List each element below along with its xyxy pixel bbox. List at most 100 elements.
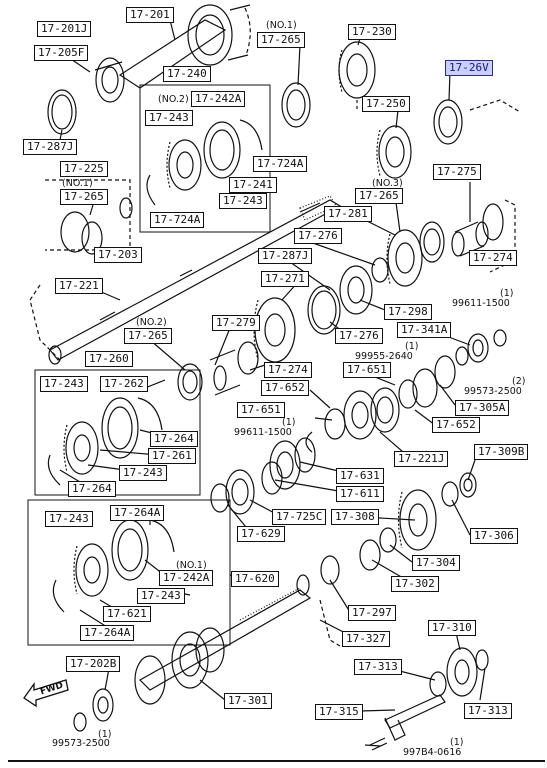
label-17-315: 17-315 (315, 704, 363, 720)
part-99611-1500-a: 99611-1500 (452, 298, 510, 309)
ring-17-265-left (60, 211, 90, 253)
label-17-275: 17-275 (433, 164, 481, 180)
ring-17-276-a (371, 257, 389, 283)
bearing-17-274-mid (237, 341, 259, 375)
label-17-262: 17-262 (100, 376, 148, 392)
label-17-310: 17-310 (428, 620, 476, 636)
note-q1a: (1) (500, 288, 514, 299)
gear-17-308 (397, 489, 437, 551)
reverse-shaft-17-315 (384, 694, 446, 729)
forward-arrow-icon (23, 679, 69, 708)
label-17-313-b: 17-313 (464, 703, 512, 719)
bearing-17-287J (339, 265, 373, 315)
label-17-221: 17-221 (55, 278, 103, 294)
label-17-265-left: 17-265 (60, 189, 108, 205)
note-q2: (2) (512, 376, 526, 387)
label-17-260: 17-260 (85, 351, 133, 367)
label-17-26V: 17-26V (445, 60, 493, 76)
label-17-611: 17-611 (336, 486, 384, 502)
label-17-308: 17-308 (331, 509, 379, 525)
label-17-724A-a: 17-724A (253, 156, 308, 172)
label-17-243-b: 17-243 (219, 193, 267, 209)
label-17-304: 17-304 (412, 555, 460, 571)
label-17-276-a: 17-276 (294, 228, 342, 244)
label-17-264-b: 17-264 (68, 481, 116, 497)
snap-ring-17-287J (47, 89, 77, 135)
label-17-221J: 17-221J (394, 451, 449, 467)
label-17-327: 17-327 (342, 631, 390, 647)
label-17-313-a: 17-313 (354, 659, 402, 675)
label-17-242A-no2: 17-242A (191, 91, 246, 107)
part-99573-2500-b: 99573-2500 (52, 738, 110, 749)
label-17-629: 17-629 (237, 526, 285, 542)
label-17-274-right: 17-274 (469, 250, 517, 266)
label-17-225: 17-225 (60, 161, 108, 177)
label-17-202B: 17-202B (66, 656, 121, 672)
label-17-651-b: 17-651 (237, 402, 285, 418)
part-99611-1500-b: 99611-1500 (234, 427, 292, 438)
gear-17-250 (376, 125, 412, 179)
label-17-240: 17-240 (163, 66, 211, 82)
label-17-652-a: 17-652 (261, 380, 309, 396)
gear-17-230 (338, 41, 376, 99)
label-17-201J: 17-201J (37, 21, 92, 37)
label-17-302: 17-302 (391, 576, 439, 592)
note-no1-top: (NO.1) (266, 20, 297, 31)
label-17-298: 17-298 (384, 304, 432, 320)
note-no2-a: (NO.2) (158, 94, 189, 105)
part-99955-2640: 99955-2640 (355, 351, 413, 362)
label-17-287J: 17-287J (23, 139, 78, 155)
label-17-205F: 17-205F (34, 45, 89, 61)
label-17-301: 17-301 (224, 693, 272, 709)
note-q1e: (1) (450, 737, 464, 748)
note-q1b: (1) (405, 341, 419, 352)
note-q1d: (1) (98, 729, 112, 740)
label-17-652-b: 17-652 (432, 417, 480, 433)
label-17-306: 17-306 (470, 528, 518, 544)
label-17-230: 17-230 (348, 24, 396, 40)
label-17-297: 17-297 (348, 605, 396, 621)
note-no2-b: (NO.2) (136, 317, 167, 328)
label-17-261: 17-261 (148, 448, 196, 464)
label-17-201: 17-201 (126, 7, 174, 23)
label-17-279: 17-279 (212, 315, 260, 331)
note-no1-bottom: (NO.1) (176, 560, 207, 571)
label-17-250: 17-250 (362, 96, 410, 112)
ring-17-26V (433, 99, 463, 145)
label-17-243-c: 17-243 (40, 376, 88, 392)
label-17-264-a: 17-264 (150, 431, 198, 447)
label-17-243-d: 17-243 (119, 465, 167, 481)
label-17-274-mid: 17-274 (264, 362, 312, 378)
label-17-281: 17-281 (324, 206, 372, 222)
label-17-725C: 17-725C (272, 509, 327, 525)
label-17-651-a: 17-651 (343, 362, 391, 378)
label-17-264A-b: 17-264A (80, 625, 135, 641)
bearing-17-274-right (482, 203, 504, 241)
label-17-305A: 17-305A (455, 400, 510, 416)
part-99573-2500-a: 99573-2500 (464, 386, 522, 397)
part-997B4-0616: 997B4-0616 (403, 747, 462, 758)
label-17-341A: 17-341A (397, 322, 452, 338)
label-17-621: 17-621 (103, 606, 151, 622)
note-no3: (NO.3) (372, 178, 403, 189)
label-17-287J-b: 17-287J (258, 248, 313, 264)
label-17-265-no2: 17-265 (124, 328, 172, 344)
countershaft-17-301 (134, 587, 312, 705)
ring-17-265-top (281, 82, 311, 128)
label-17-271: 17-271 (261, 271, 309, 287)
synchronizer-17-242A-no1 (52, 519, 175, 613)
note-no1-left: (NO.1) (62, 178, 93, 189)
label-17-264A-a: 17-264A (110, 505, 165, 521)
label-17-203: 17-203 (94, 247, 142, 263)
synchronizer-17-262 (47, 397, 163, 486)
label-17-620: 17-620 (231, 571, 279, 587)
label-17-265-mid: 17-265 (355, 188, 403, 204)
label-17-265-top: 17-265 (257, 32, 305, 48)
label-17-241: 17-241 (229, 177, 277, 193)
label-17-724A-b: 17-724A (150, 212, 205, 228)
label-17-276-b: 17-276 (335, 328, 383, 344)
synchronizer-hub-17-242A (146, 119, 263, 206)
label-17-243-a: 17-243 (145, 110, 193, 126)
gear-17-631 (269, 437, 316, 490)
